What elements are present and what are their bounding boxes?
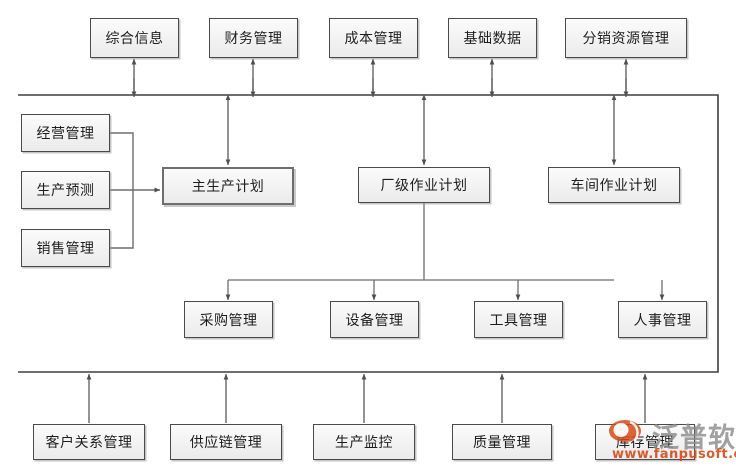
- node-caiwuguanli[interactable]: 财务管理: [209, 18, 298, 58]
- node-renshiguanli[interactable]: 人事管理: [618, 301, 707, 338]
- node-shengchanjiankong[interactable]: 生产监控: [313, 424, 415, 460]
- plan-bus-connectors: [225, 94, 617, 166]
- node-jichushuju[interactable]: 基础数据: [448, 18, 537, 58]
- node-label: 财务管理: [224, 31, 283, 47]
- node-gongyinglianguanli[interactable]: 供应链管理: [170, 424, 282, 460]
- node-chengbenguanli[interactable]: 成本管理: [329, 18, 418, 58]
- node-label: 主生产计划: [191, 179, 265, 195]
- bottom-bus-connectors: [86, 373, 648, 423]
- node-label: 生产监控: [335, 435, 393, 451]
- node-fenxiaoziyuanguanli[interactable]: 分销资源管理: [565, 18, 687, 58]
- node-label: 客户关系管理: [45, 435, 133, 451]
- top-bus-down-stubs: [131, 78, 629, 98]
- node-xiaoshouguanli[interactable]: 销售管理: [21, 229, 110, 267]
- node-gongjuguanli[interactable]: 工具管理: [474, 301, 563, 338]
- node-zhiliangguanli[interactable]: 质量管理: [452, 424, 552, 460]
- node-label: 生产预测: [36, 183, 95, 199]
- node-label: 采购管理: [199, 312, 258, 329]
- node-label: 质量管理: [473, 435, 531, 451]
- node-label: 销售管理: [36, 241, 95, 257]
- node-chejianzuoyejihua[interactable]: 车间作业计划: [548, 167, 680, 203]
- node-label: 供应链管理: [189, 435, 263, 451]
- node-shengchanyuce[interactable]: 生产预测: [21, 171, 110, 209]
- node-kucunguanli[interactable]: 库存管理: [595, 424, 695, 460]
- node-label: 人事管理: [633, 312, 692, 329]
- node-label: 经营管理: [36, 126, 95, 142]
- node-caigouguanli[interactable]: 采购管理: [184, 301, 273, 338]
- node-label: 厂级作业计划: [380, 178, 468, 194]
- node-shebeiguanli[interactable]: 设备管理: [330, 301, 419, 338]
- node-label: 库存管理: [616, 435, 674, 451]
- node-zhushengchanjihua[interactable]: 主生产计划: [162, 167, 294, 205]
- node-changjizuoyejihua[interactable]: 厂级作业计划: [358, 167, 490, 203]
- node-label: 成本管理: [344, 31, 403, 47]
- node-zonghexinxi[interactable]: 综合信息: [90, 18, 179, 58]
- node-label: 分销资源管理: [582, 31, 670, 47]
- node-jingyingguanli[interactable]: 经营管理: [21, 114, 110, 152]
- node-label: 设备管理: [345, 312, 404, 329]
- node-label: 工具管理: [489, 312, 548, 329]
- left-inputs-manifold: [110, 132, 161, 249]
- node-label: 基础数据: [463, 31, 522, 47]
- resource-distribution: [225, 203, 665, 301]
- node-kehuguanxiguanli[interactable]: 客户关系管理: [33, 424, 145, 460]
- top-bus-connectors: [131, 58, 629, 95]
- node-label: 车间作业计划: [570, 178, 658, 194]
- node-label: 综合信息: [105, 31, 164, 47]
